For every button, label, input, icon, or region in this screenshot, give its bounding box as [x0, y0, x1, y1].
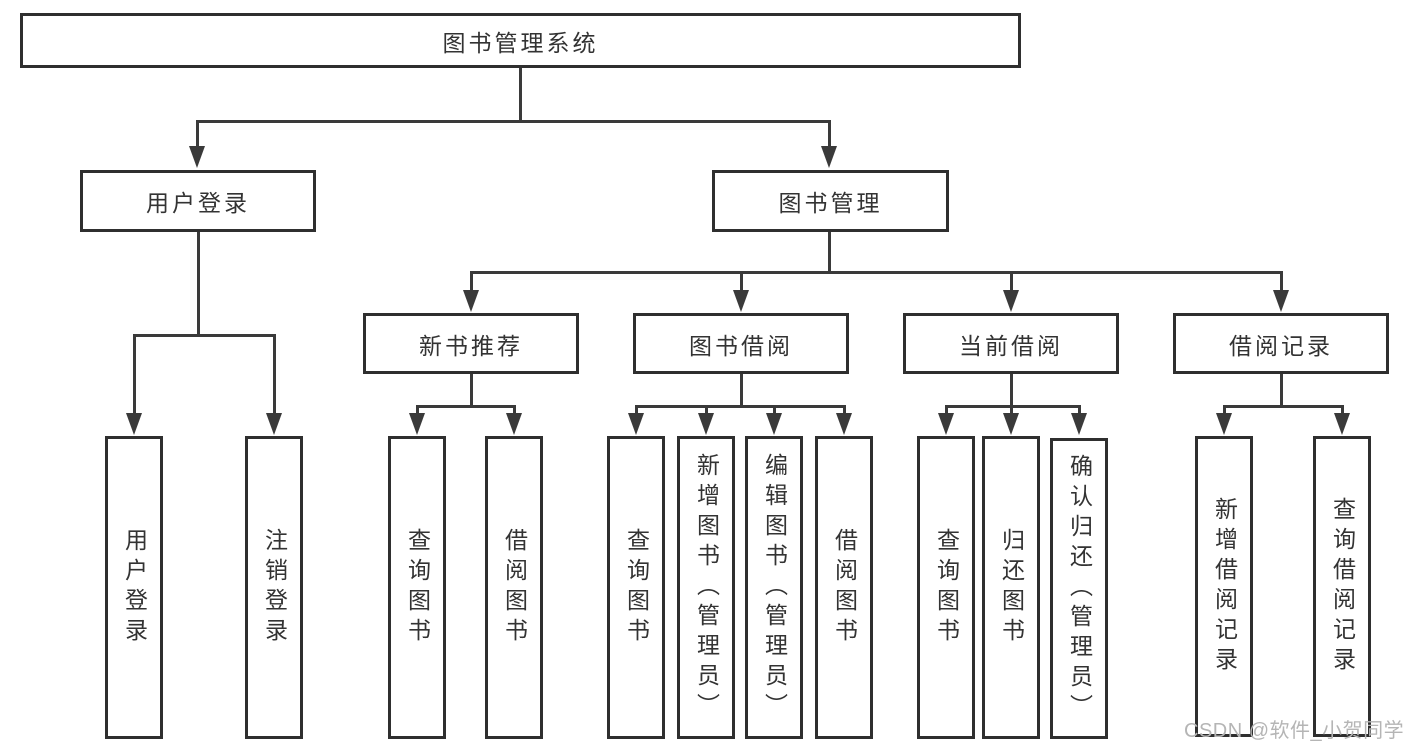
node-label: 新书推荐 — [419, 332, 523, 359]
node-label: 确认归还（管理员） — [1066, 453, 1093, 724]
node-label: 查询借阅记录 — [1329, 496, 1356, 677]
node-label: 查询图书 — [404, 527, 431, 648]
node-label: 用户登录 — [121, 527, 148, 648]
node-book-borrowing: 图书借阅 — [633, 313, 849, 374]
node-label: 借阅图书 — [831, 527, 858, 648]
node-label: 编辑图书（管理员） — [761, 452, 788, 723]
node-label: 图书管理 — [778, 190, 883, 216]
csdn-watermark: CSDN @软件_小贺同学 — [1184, 720, 1405, 742]
node-label: 注销登录 — [261, 527, 288, 648]
node-label: 查询图书 — [933, 527, 960, 648]
branch-book-management: 图书管理 — [712, 170, 949, 232]
leaf-confirm-return-admin: 确认归还（管理员） — [1050, 438, 1108, 739]
node-label: 图书管理系统 — [442, 29, 599, 56]
leaf-borrow-books-borrowing: 借阅图书 — [815, 436, 873, 739]
leaf-add-book-admin: 新增图书（管理员） — [677, 436, 735, 739]
node-label: 当前借阅 — [959, 332, 1063, 359]
node-label: 查询图书 — [623, 527, 650, 648]
leaf-logout: 注销登录 — [245, 436, 303, 739]
leaf-query-books-recommend: 查询图书 — [388, 436, 446, 739]
leaf-user-login: 用户登录 — [105, 436, 163, 739]
node-current-borrowing: 当前借阅 — [903, 313, 1119, 374]
leaf-return-book: 归还图书 — [982, 436, 1040, 739]
node-label: 归还图书 — [998, 527, 1025, 648]
leaf-query-borrow-record: 查询借阅记录 — [1313, 436, 1371, 737]
node-label: 图书借阅 — [689, 332, 793, 359]
arrowheads — [126, 146, 1350, 435]
leaf-add-borrow-record: 新增借阅记录 — [1195, 436, 1253, 737]
node-label: 新增借阅记录 — [1211, 496, 1238, 677]
node-label: 用户登录 — [146, 190, 250, 216]
node-label: 新增图书（管理员） — [693, 452, 720, 723]
node-root-system: 图书管理系统 — [20, 13, 1021, 68]
node-borrowing-records: 借阅记录 — [1173, 313, 1389, 374]
node-label: 借阅图书 — [501, 527, 528, 648]
branch-user-login: 用户登录 — [80, 170, 316, 232]
node-label: 借阅记录 — [1229, 332, 1333, 359]
node-new-book-recommendation: 新书推荐 — [363, 313, 579, 374]
leaf-borrow-books-recommend: 借阅图书 — [485, 436, 543, 739]
leaf-query-books-current: 查询图书 — [917, 436, 975, 739]
leaf-query-books-borrowing: 查询图书 — [607, 436, 665, 739]
leaf-edit-book-admin: 编辑图书（管理员） — [745, 436, 803, 739]
